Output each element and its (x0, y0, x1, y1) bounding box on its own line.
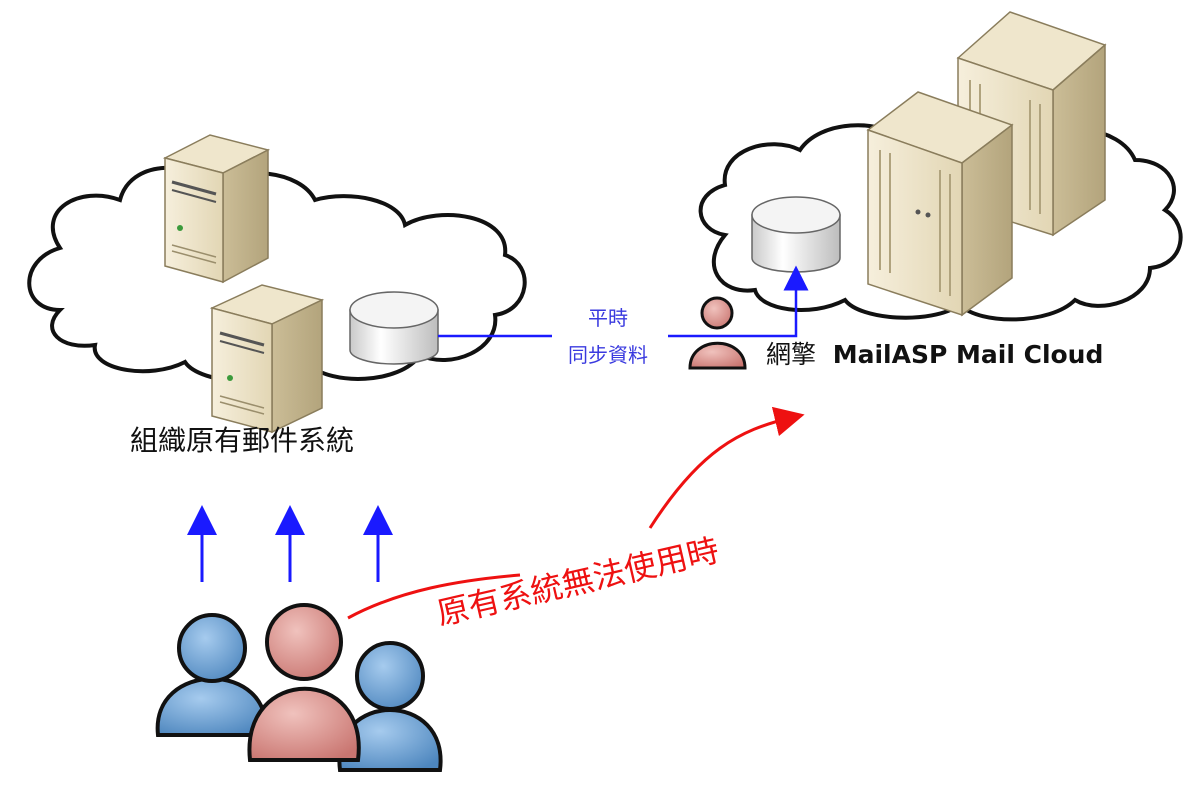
sync-label-line1: 平時 (588, 306, 628, 330)
cloud-name-prefix: 網擎 (766, 340, 816, 369)
sync-agent-user-icon (688, 296, 747, 370)
cloud-name-main: MailASP Mail Cloud (833, 340, 1104, 369)
local-server-icon (162, 134, 271, 284)
user-icon (155, 613, 268, 737)
failover-label: 原有系統無法使用時 (433, 531, 722, 633)
local-system-label: 組織原有郵件系統 (130, 424, 354, 457)
failover-arrow (347, 418, 790, 620)
sync-line-right (668, 265, 809, 338)
user-icon (247, 603, 361, 762)
user-icon (337, 641, 443, 772)
cloud-server-icon (866, 91, 1014, 317)
local-database-icon (349, 291, 439, 365)
users-group (155, 603, 443, 772)
cloud-name: 網擎 MailASP Mail Cloud (766, 340, 1103, 369)
cloud-database-icon (751, 196, 841, 273)
local-server-icon (209, 284, 325, 434)
sync-label-line2: 同步資料 (568, 343, 648, 367)
